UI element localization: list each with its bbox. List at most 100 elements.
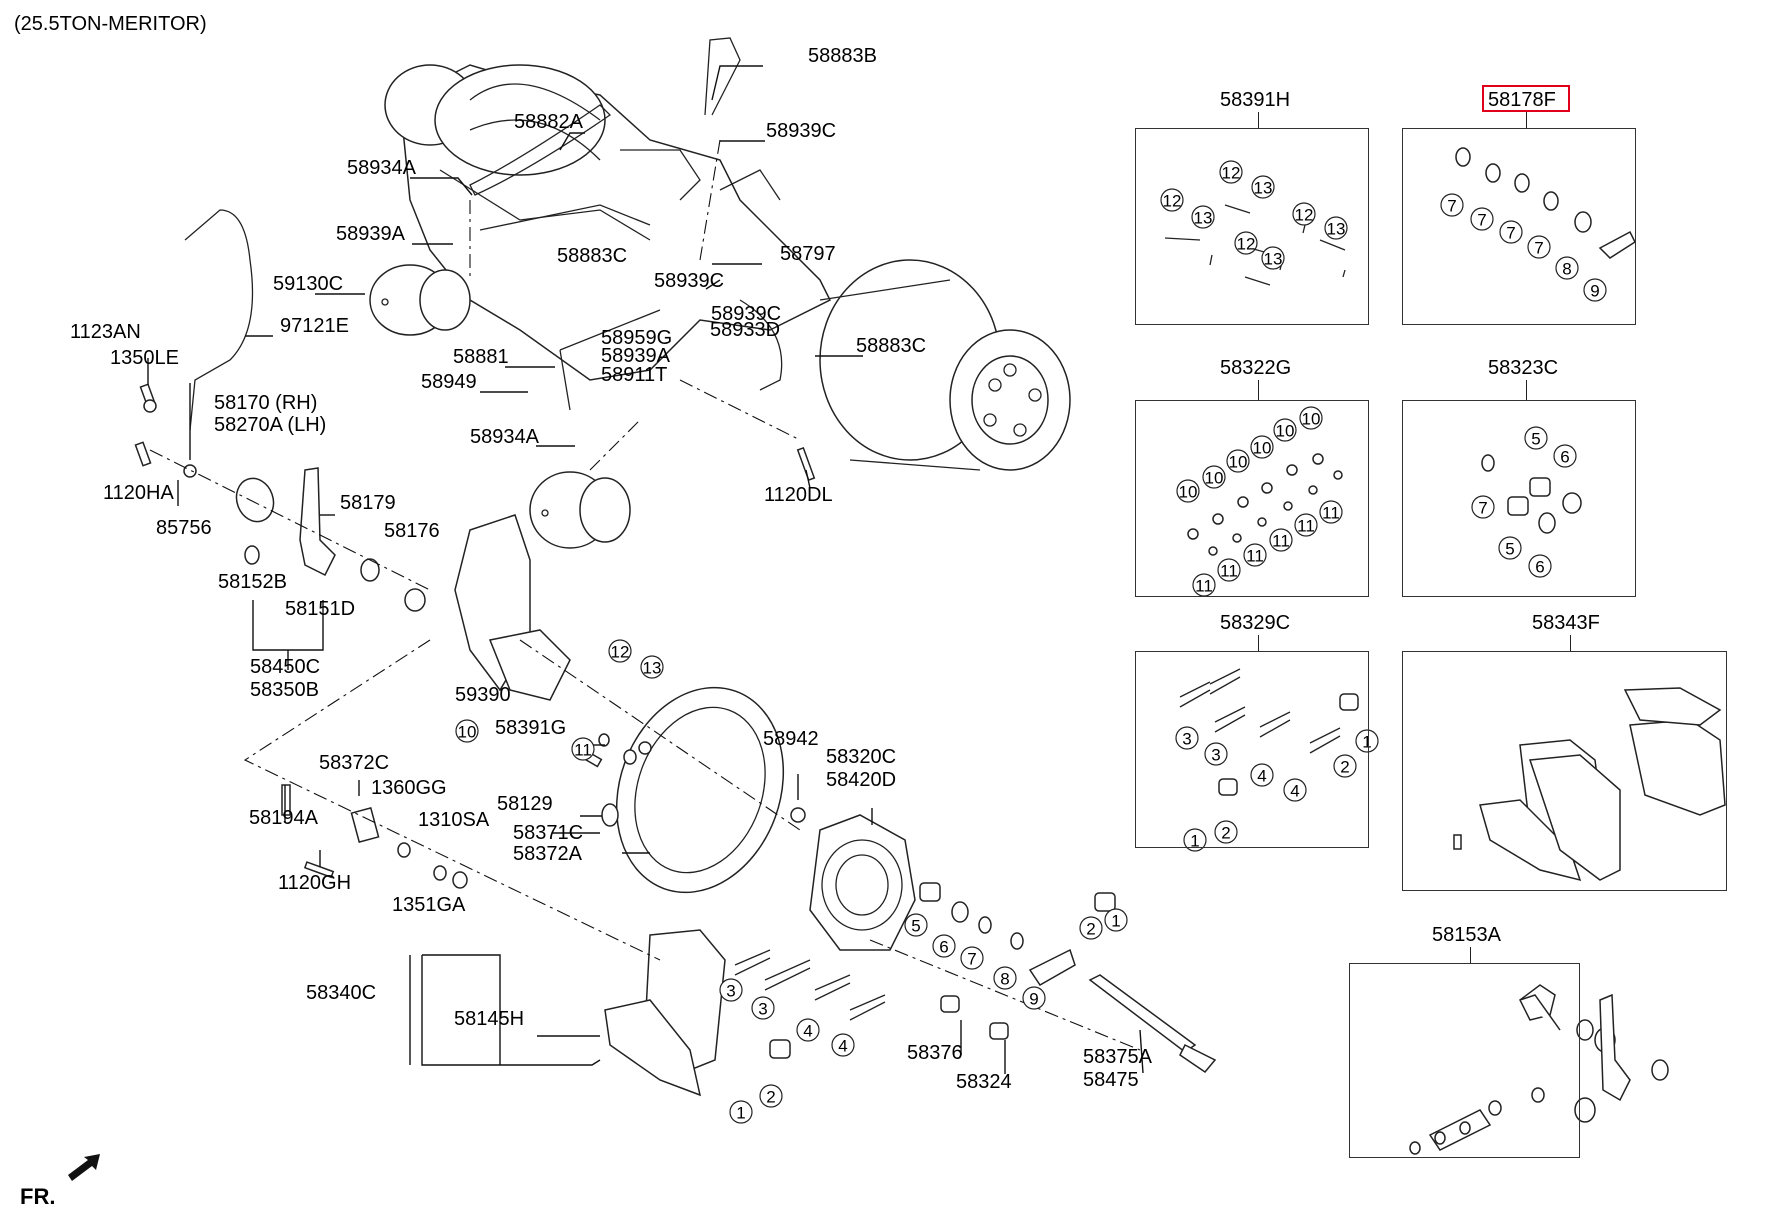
callout-circle — [1471, 495, 1495, 519]
callout-marker: 2 — [1079, 916, 1103, 940]
callout-marker: 13 — [1191, 205, 1215, 229]
part-label: 1120HA — [103, 482, 174, 504]
callout-marker: 6 — [932, 934, 956, 958]
callout-number: 7 — [1534, 239, 1543, 258]
kit-58343F-parts — [1453, 687, 1726, 882]
callout-number: 13 — [1264, 250, 1283, 269]
callout-circle — [1269, 528, 1293, 552]
part-label: 1120GH — [278, 872, 352, 894]
callout-circle — [1355, 729, 1379, 753]
part-label: 58324 — [956, 1071, 1012, 1093]
kit-label[interactable]: 58391H — [1220, 89, 1291, 111]
part-label: 58959G — [601, 327, 673, 349]
callout-number: 4 — [1290, 782, 1299, 801]
part-label: 59390 — [455, 684, 511, 706]
callout-number: 13 — [643, 659, 662, 678]
selection-highlight — [1482, 85, 1570, 112]
callout-number: 7 — [1477, 211, 1486, 230]
callout-number: 3 — [758, 1000, 767, 1019]
part-label: 59130C — [273, 273, 344, 295]
callout-marker: 10 — [1202, 465, 1226, 489]
callout-number: 12 — [1237, 235, 1256, 254]
callout-marker: 11 — [1217, 558, 1241, 582]
callout-marker: 13 — [1324, 216, 1348, 240]
part-label: 58145H — [454, 1008, 525, 1030]
callout-circle — [1214, 820, 1238, 844]
hose-58883C-right — [739, 299, 783, 391]
part-label: 58882A — [514, 111, 583, 133]
callout-number: 12 — [1222, 164, 1241, 183]
part-label: 58933D — [710, 319, 781, 341]
callout-circle — [1160, 188, 1184, 212]
callout-number: 2 — [1221, 824, 1230, 843]
callout-marker: 4 — [796, 1018, 820, 1042]
callout-marker: 5 — [1524, 426, 1548, 450]
callout-circle — [1251, 175, 1275, 199]
callout-number: 4 — [838, 1037, 847, 1056]
camshaft — [1088, 974, 1217, 1074]
kit-label-highlighted[interactable]: 58178F — [1488, 89, 1556, 111]
callout-marker: 4 — [1250, 763, 1274, 787]
callout-circle — [640, 655, 664, 679]
center-lines — [149, 139, 1141, 1051]
callout-marker: 10 — [455, 719, 479, 743]
kit-box — [1135, 128, 1369, 325]
part-label: 1120DL — [764, 484, 833, 506]
callout-circle — [1555, 256, 1579, 280]
callout-circle — [1217, 558, 1241, 582]
callout-number: 10 — [1179, 483, 1198, 502]
part-label: 1123AN — [70, 321, 141, 343]
callout-marker: 12 — [1160, 188, 1184, 212]
callout-marker: 6 — [1528, 554, 1552, 578]
callout-number: 7 — [1447, 197, 1456, 216]
callout-number: 9 — [1029, 990, 1038, 1009]
part-label: 58151D — [285, 598, 356, 620]
callout-marker: 12 — [1292, 202, 1316, 226]
kit-label[interactable]: 58323C — [1488, 357, 1559, 379]
part-label: 58179 — [340, 492, 396, 514]
part-label: 58170 (RH) — [214, 392, 318, 414]
kit-label[interactable]: 58322G — [1220, 357, 1292, 379]
callout-marker: 4 — [1283, 778, 1307, 802]
callout-marker: 1 — [1183, 828, 1207, 852]
part-label: 58939C — [766, 120, 837, 142]
kit-label[interactable]: 58153A — [1432, 924, 1501, 946]
kit-label[interactable]: 58329C — [1220, 612, 1291, 634]
callout-circle — [1191, 205, 1215, 229]
callout-number: 1 — [1190, 832, 1199, 851]
callout-circle — [1250, 763, 1274, 787]
callout-marker: 3 — [751, 996, 775, 1020]
callout-marker: 6 — [1553, 444, 1577, 468]
callout-circle — [993, 966, 1017, 990]
kit-label[interactable]: 58343F — [1532, 612, 1600, 634]
callout-circle — [1283, 778, 1307, 802]
callout-circle — [1219, 160, 1243, 184]
callout-circle — [1333, 754, 1357, 778]
callout-number: 12 — [1295, 206, 1314, 225]
callout-number: 3 — [726, 982, 735, 1001]
kit-58178F-parts — [1455, 147, 1636, 259]
springs-rollers — [734, 882, 1116, 1059]
callout-circle — [759, 1084, 783, 1108]
hose-58881 — [559, 309, 661, 411]
callout-circle — [904, 913, 928, 937]
callout-marker: 2 — [759, 1084, 783, 1108]
callout-marker: 11 — [1294, 513, 1318, 537]
part-label: 58270A (LH) — [214, 414, 327, 436]
callout-number: 13 — [1327, 220, 1346, 239]
callout-marker: 2 — [1214, 820, 1238, 844]
callout-marker: 13 — [640, 655, 664, 679]
part-label: 58934A — [347, 157, 416, 179]
brake-spider — [809, 814, 916, 951]
brake-shoe-assy — [604, 929, 726, 1097]
callout-number: 12 — [611, 643, 630, 662]
callout-marker: 7 — [1440, 193, 1464, 217]
callout-circle — [1470, 207, 1494, 231]
callout-marker: 3 — [1175, 726, 1199, 750]
kit-box — [1349, 963, 1580, 1158]
callout-circle — [1250, 435, 1274, 459]
part-label: 58934A — [470, 426, 539, 448]
callout-number: 5 — [1531, 430, 1540, 449]
